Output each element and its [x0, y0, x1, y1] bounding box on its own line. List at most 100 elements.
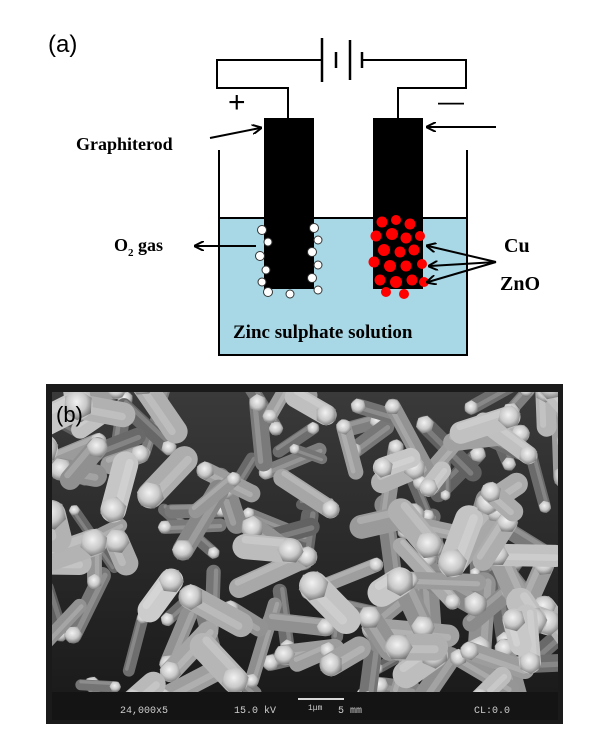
cu-zno-particles [368, 215, 429, 299]
nanorod-tip [437, 549, 468, 578]
nanorod-tip [519, 445, 538, 465]
sem-scale-unit: 1μm [308, 704, 323, 713]
nanorod-tip [566, 547, 585, 566]
nanorod-tip [373, 457, 393, 478]
nanorod-tip [357, 606, 382, 628]
sem-cl-value: CL:0.0 [474, 706, 510, 717]
nanorod [414, 646, 462, 692]
nanorod [133, 392, 188, 444]
nanorod [21, 432, 36, 447]
nanorod [154, 661, 225, 692]
nanorod-tip [365, 691, 370, 692]
nanorod-tip [464, 591, 486, 617]
nanorod-tip [33, 451, 42, 462]
nanorod-tip [320, 652, 342, 677]
nanorod-tip [322, 500, 339, 519]
nanorod [125, 671, 166, 692]
nanorod-tip [268, 421, 284, 435]
nanorod-tip [464, 400, 478, 415]
nanorod-tip [538, 500, 552, 513]
nanorod [464, 392, 514, 415]
nanorod-tip [226, 471, 241, 487]
graphite-anode-arrow [209, 128, 260, 139]
nanorod-tip [520, 392, 533, 397]
nanorod [52, 598, 87, 647]
nanorod-tip [502, 457, 517, 471]
nanorod [525, 451, 552, 513]
nanorod-tip [279, 365, 294, 380]
nanorod-tip [540, 392, 558, 400]
nanorod-tip [440, 489, 451, 501]
nanorod-tip [519, 651, 541, 675]
nanorod [557, 436, 558, 446]
panel-b-label: (b) [56, 402, 83, 427]
positive-sign: + [228, 86, 246, 119]
nanorod [188, 472, 241, 519]
nanorod-tip [197, 461, 214, 480]
nanorod-tip [481, 481, 501, 503]
nanorod-tip [336, 419, 352, 435]
nanorod-tip [350, 398, 366, 414]
nanorod-tip [298, 571, 329, 601]
nanorod-tip [419, 478, 439, 497]
nanorod [75, 679, 121, 692]
nanorod [551, 407, 558, 486]
sem-magnification: 24,000x5 [120, 706, 168, 717]
nanorod-tip [80, 528, 108, 557]
nanorod [556, 323, 560, 380]
nanorod-tip [307, 421, 319, 435]
oxygen-bubbles [255, 223, 323, 299]
panel-a: (a) + — [48, 31, 540, 356]
nanorod [401, 571, 487, 591]
o2-gas-label: O2 gas [114, 235, 163, 259]
nanorod-tip [416, 415, 434, 434]
zno-nanorods [15, 323, 600, 692]
nanorod [272, 422, 320, 458]
nanorod-tip [502, 608, 526, 632]
nanorod-tip [316, 403, 336, 426]
nanorod-tip [68, 505, 80, 516]
negative-sign: — [438, 86, 464, 116]
nanorod-tip [157, 520, 172, 534]
nanorod [384, 398, 435, 478]
nanorod-tip [136, 482, 164, 509]
nanorod-tip [87, 573, 102, 590]
nanorod-tip [64, 392, 92, 421]
nanorod [122, 611, 149, 677]
nanorod-tip [386, 566, 413, 597]
nanorod-tip [109, 681, 121, 692]
nanorod-tip [64, 626, 83, 643]
nanorod-tip [158, 569, 184, 593]
nanorod-tip [569, 391, 581, 404]
panel-a-label: (a) [48, 31, 77, 58]
nanorod [575, 385, 600, 429]
nanorod [85, 351, 139, 380]
zno-label: ZnO [500, 273, 540, 295]
nanorod-tip [384, 635, 413, 660]
nanorod [520, 392, 533, 397]
nanorod [249, 394, 273, 472]
nanorod-tip [498, 405, 521, 429]
sem-scale-value: 5 mm [338, 706, 362, 717]
nanorod-tip [273, 645, 296, 665]
cu-zno-arrows [428, 246, 497, 282]
nanorod-tip [470, 446, 486, 463]
nanorod-tip [473, 688, 488, 692]
nanorod-tip [444, 594, 461, 610]
nanorod-tip [26, 679, 38, 691]
graphite-cathode [373, 118, 423, 289]
nanorod-tip [100, 496, 127, 523]
sem-voltage: 15.0 kV [234, 705, 276, 717]
cu-label: Cu [504, 235, 530, 257]
nanorod-tip [262, 409, 278, 423]
nanorod-tip [26, 649, 41, 664]
nanorod-tip [249, 394, 267, 413]
nanorod-tip [86, 437, 108, 458]
nanorod [359, 634, 384, 692]
circuit-wire [216, 59, 467, 118]
sem-info-bar [52, 692, 558, 720]
nanorod-tip [262, 654, 279, 671]
nanorod [460, 641, 535, 680]
nanorod [15, 334, 35, 386]
